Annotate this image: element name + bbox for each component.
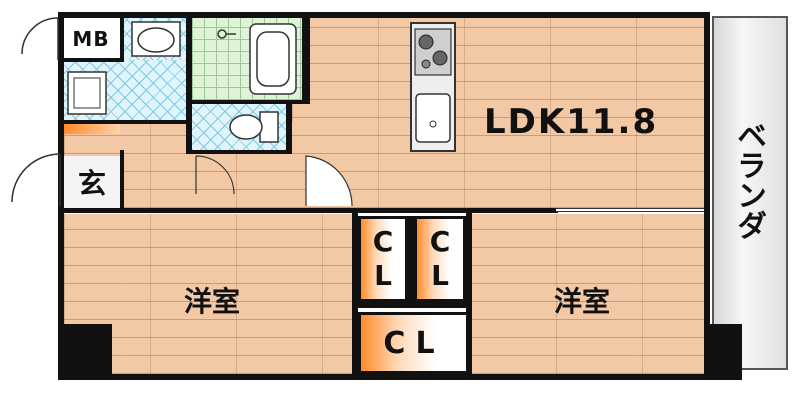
washbasin-icon — [131, 21, 181, 57]
entrance-door-swing — [11, 153, 61, 206]
hallway-door-swing — [195, 155, 235, 195]
closet-2-label-l: L — [431, 259, 449, 292]
washing-machine-icon — [67, 71, 107, 115]
western-room-left-floor — [64, 214, 354, 374]
ldk-label: LDK11.8 — [484, 102, 659, 142]
wall-closet-left — [352, 208, 358, 378]
wall-mid-horizontal — [58, 208, 558, 213]
veranda-label: ベランダ — [731, 120, 766, 240]
closet-3-label: CL — [383, 325, 445, 361]
wall-toilet-bottom — [192, 150, 292, 154]
western-room-right-label: 洋室 — [554, 285, 611, 318]
wall-mb-side — [120, 18, 124, 60]
outer-wall-left — [58, 12, 64, 380]
mb-door-swing — [21, 17, 59, 60]
wall-washroom-bottom — [64, 120, 186, 124]
western-room-right-floor — [470, 214, 704, 374]
wall-toilet-right — [286, 100, 292, 154]
washroom-accent-strip — [64, 124, 120, 134]
sink-icon — [415, 93, 451, 143]
wall-closet-bottom — [352, 302, 472, 308]
genkan-area: 玄 — [64, 156, 120, 208]
western-room-left-label: 洋室 — [184, 285, 241, 318]
ldk-floor — [292, 18, 704, 208]
veranda-area — [712, 16, 788, 370]
outer-wall-right — [704, 12, 710, 380]
closet-1-label-l: L — [374, 259, 392, 292]
toilet-icon — [229, 111, 279, 143]
ldk-door-swing — [305, 155, 353, 207]
closet-2-label-c: C — [429, 225, 451, 258]
mb-label: MB — [72, 27, 110, 51]
bathtub-icon — [249, 23, 297, 95]
closet-1-label-c: C — [372, 225, 394, 258]
wall-closet-mid — [408, 216, 414, 302]
stove-icon — [414, 28, 452, 76]
closet-3: CL — [358, 312, 470, 374]
wall-bath-bottom — [192, 100, 310, 104]
mb-box: MB — [64, 22, 118, 56]
wall-bath-left — [186, 18, 192, 154]
closet-1: C L — [358, 216, 408, 302]
shower-icon — [217, 29, 236, 39]
outer-wall-bottom — [58, 374, 710, 380]
outer-wall-top — [58, 12, 710, 18]
sliding-door-ldk — [556, 208, 704, 212]
closet-2: C L — [414, 216, 466, 302]
wall-wet-right — [302, 18, 310, 104]
wall-genkan-right — [120, 150, 124, 208]
column-bottom-right — [704, 324, 742, 380]
column-bottom-left — [58, 324, 112, 380]
wall-mb-bottom — [58, 58, 124, 62]
genkan-label: 玄 — [77, 167, 106, 200]
wall-closet-right — [466, 208, 472, 378]
